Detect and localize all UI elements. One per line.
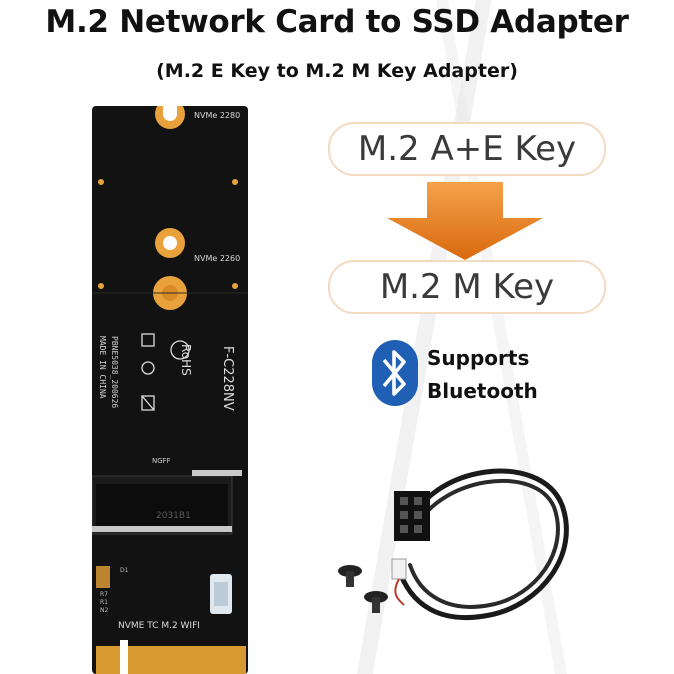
rohs-marking: RoHS <box>179 344 193 376</box>
slot-marking: 2031B1 <box>156 511 191 521</box>
ngff-marking: NGFF <box>152 457 171 465</box>
bluetooth-icon <box>372 340 418 406</box>
svg-text:N2: N2 <box>100 607 108 614</box>
small-plug <box>391 558 407 580</box>
svg-text:R1: R1 <box>100 599 108 606</box>
bluetooth-line1: Supports <box>427 346 530 370</box>
gold-edge-connector <box>96 646 246 674</box>
page-subtitle: (M.2 E Key to M.2 M Key Adapter) <box>156 60 518 82</box>
bluetooth-line2: Bluetooth <box>427 379 538 403</box>
screw-icon-1 <box>338 565 362 587</box>
card-bottom-label: NVME TC M.2 WIFI <box>118 621 200 631</box>
from-key-pill: M.2 A+E Key <box>328 122 606 176</box>
label-nvme-2260: NVMe 2260 <box>194 254 240 263</box>
model-marking: F-C228NV <box>220 346 235 411</box>
header-connector <box>394 491 430 541</box>
svg-text:D1: D1 <box>120 567 129 574</box>
label-nvme-2280: NVMe 2280 <box>194 111 240 120</box>
bluetooth-support-text: Supports Bluetooth <box>427 342 538 408</box>
screw-icon-2 <box>364 591 388 613</box>
to-key-pill: M.2 M Key <box>328 260 606 314</box>
svg-text:R7: R7 <box>100 591 108 598</box>
made-in-marking: MADE IN CHINA <box>98 336 107 399</box>
down-arrow-icon <box>387 182 543 260</box>
page-title: M.2 Network Card to SSD Adapter <box>45 4 629 40</box>
part-number-marking: PBNE5038_200626 <box>110 336 119 408</box>
adapter-card-image: NVMe 2280 NVMe 2260 F-C228NV RoHS PBNE50… <box>92 106 248 674</box>
bluetooth-cable-and-screws <box>338 468 569 621</box>
fc-ce-icons <box>141 333 190 411</box>
